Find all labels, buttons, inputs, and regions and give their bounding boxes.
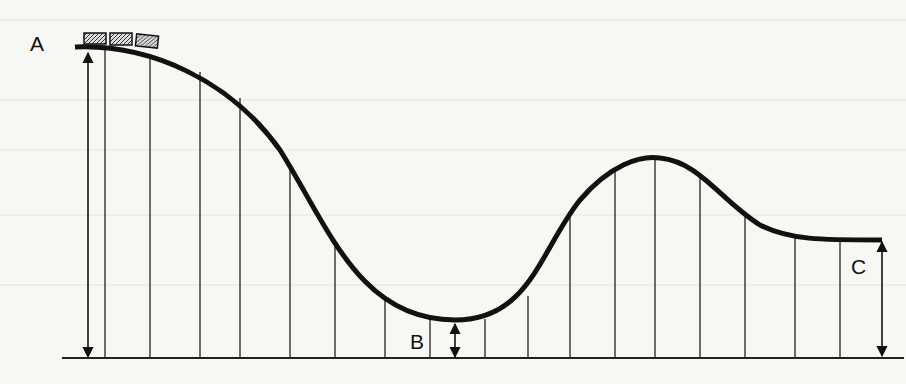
ground-line: [62, 357, 904, 359]
height-arrow: [87, 53, 89, 357]
height-arrow: [454, 324, 456, 357]
coaster-cars: [84, 33, 159, 48]
point-label: A: [30, 33, 44, 54]
height-arrow: [881, 242, 883, 356]
coaster-track: [75, 47, 882, 320]
point-label: B: [410, 331, 424, 352]
point-label: C: [851, 256, 866, 277]
paper-lines: [0, 20, 906, 285]
